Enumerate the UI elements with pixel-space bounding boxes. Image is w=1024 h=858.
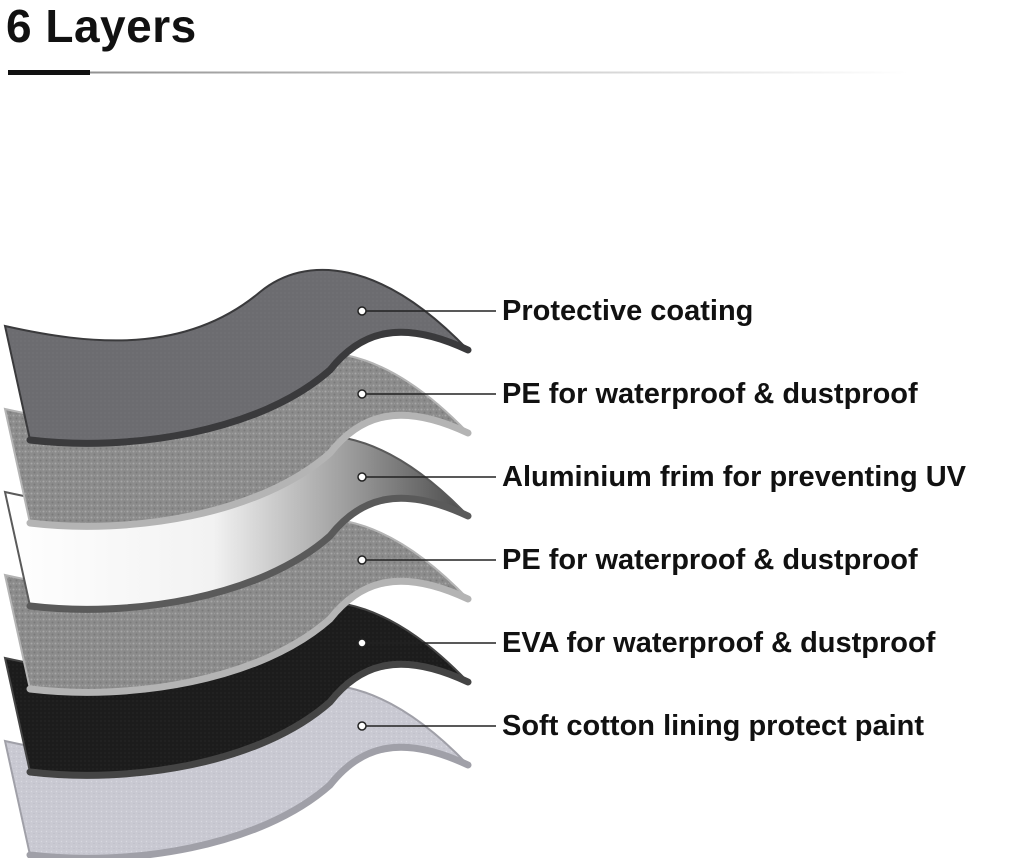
layer-6-marker-dot: [357, 721, 367, 731]
layer-3-label: Aluminium frim for preventing UV: [502, 461, 967, 493]
layer-4-marker-dot: [357, 555, 367, 565]
layer-3-edge: [26, 494, 472, 613]
layer-1-label: Protective coating: [502, 295, 754, 327]
layer-4-label: PE for waterproof & dustproof: [502, 544, 918, 576]
layer-2-edge: [26, 411, 472, 530]
layer-4-edge: [26, 577, 472, 696]
layer-2-label: PE for waterproof & dustproof: [502, 378, 918, 410]
layer-1-edge: [26, 328, 472, 447]
layer-5-label: EVA for waterproof & dustproof: [502, 627, 936, 659]
layer-1-marker-dot: [357, 306, 367, 316]
layer-3-marker-dot: [357, 472, 367, 482]
title-underline: [8, 70, 908, 75]
layer-2-marker-dot: [357, 389, 367, 399]
page-title: 6 Layers: [6, 0, 197, 52]
layer-5-marker-dot: [357, 638, 367, 648]
layer-6-label: Soft cotton lining protect paint: [502, 710, 925, 742]
layer-5-edge: [26, 660, 472, 779]
